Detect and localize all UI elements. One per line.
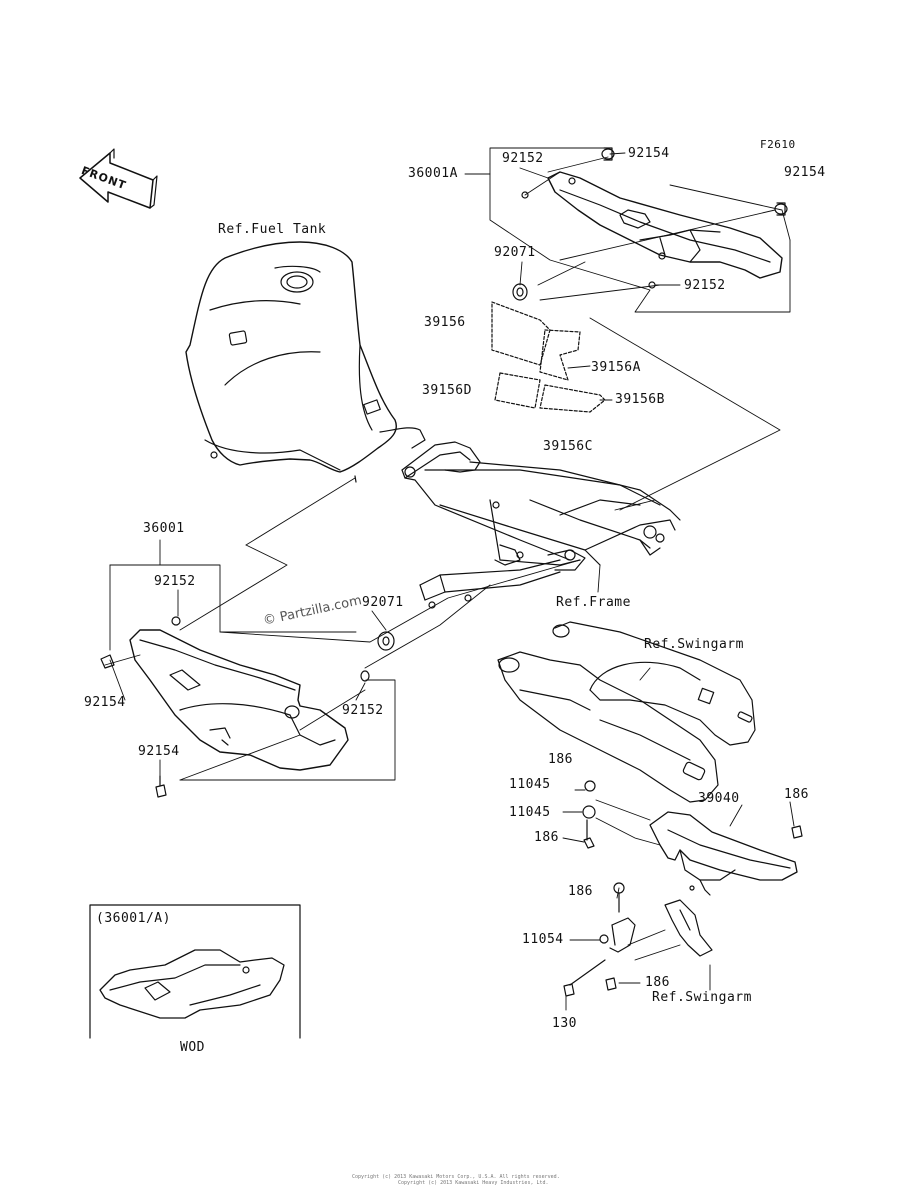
part-92071-label: 92071 [362, 595, 404, 610]
leader-lines [104, 147, 795, 1011]
ref-swingarm-top-label: Ref.Swingarm [644, 637, 744, 652]
bracket-drawing [609, 899, 713, 957]
bolt-icon [100, 654, 167, 798]
footer-copyright-line2: Copyright (c) 2013 Kawasaki Heavy Indust… [398, 1180, 549, 1186]
part-92152-label: 92152 [154, 574, 196, 589]
part-92154-label: 92154 [784, 165, 826, 180]
part-11045-label: 11045 [509, 805, 551, 820]
part-39156-label: 39156 [424, 315, 466, 330]
footer-copyright-line1: Copyright (c) 2013 Kawasaki Motors Corp.… [352, 1174, 560, 1180]
part-39156B-label: 39156B [615, 392, 665, 407]
chain-guard-drawing [649, 811, 798, 896]
part-92154-label: 92154 [628, 146, 670, 161]
swingarm-drawing [497, 621, 756, 803]
diagram-id: F2610 [760, 138, 796, 151]
subframe-drawing [401, 441, 681, 609]
bolt-icon [563, 780, 803, 997]
inset-caption: WOD [180, 1040, 205, 1055]
right-side-cover-drawing [547, 171, 783, 279]
inset-box [89, 904, 301, 1039]
fuel-tank-drawing [185, 241, 426, 483]
part-130-label: 130 [552, 1016, 577, 1031]
part-11045-label: 11045 [509, 777, 551, 792]
ref-frame-label: Ref.Frame [556, 595, 631, 610]
bolt-icon [774, 202, 788, 216]
front-arrow-icon [79, 148, 158, 209]
decal-drawings [491, 301, 606, 413]
part-186-label: 186 [568, 884, 593, 899]
part-92152-label: 92152 [684, 278, 726, 293]
inset-title: (36001/A) [96, 911, 171, 926]
part-92152-label: 92152 [342, 703, 384, 718]
grommet-icon [171, 616, 395, 682]
part-36001A-label: 36001A [408, 166, 458, 181]
left-side-cover-drawing [129, 629, 349, 771]
part-186-label: 186 [534, 830, 559, 845]
part-92154-label: 92154 [138, 744, 180, 759]
part-39040-label: 39040 [698, 791, 740, 806]
ref-fuel-tank-label: Ref.Fuel Tank [218, 222, 327, 237]
part-92152-label: 92152 [502, 151, 544, 166]
part-92071-label: 92071 [494, 245, 536, 260]
part-186-label: 186 [548, 752, 573, 767]
part-36001-label: 36001 [143, 521, 185, 536]
part-92154-label: 92154 [84, 695, 126, 710]
part-11054-label: 11054 [522, 932, 564, 947]
part-39156A-label: 39156A [591, 360, 641, 375]
part-186-label: 186 [645, 975, 670, 990]
part-39156D-label: 39156D [422, 383, 472, 398]
part-39156C-label: 39156C [543, 439, 593, 454]
part-186-label: 186 [784, 787, 809, 802]
ref-swingarm-bottom-label: Ref.Swingarm [652, 990, 752, 1005]
